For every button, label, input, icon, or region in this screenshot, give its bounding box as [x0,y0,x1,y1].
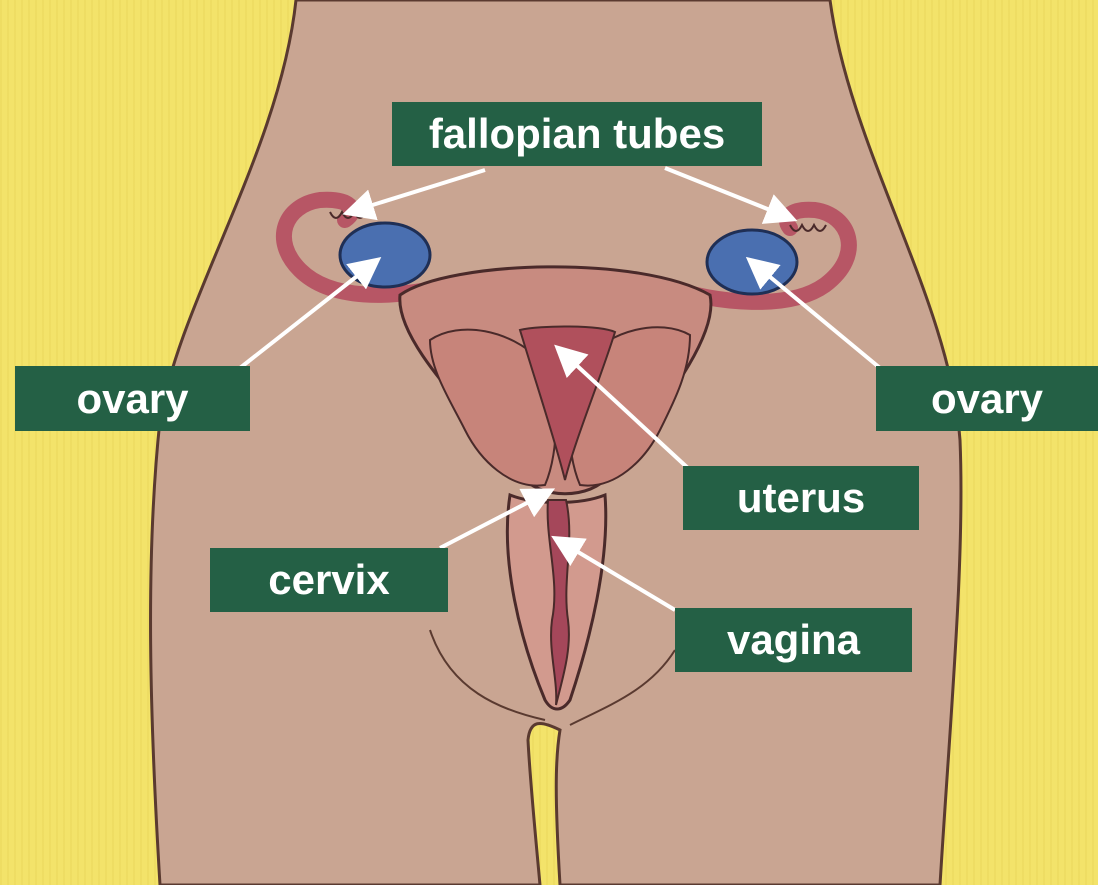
label-vagina: vagina [675,608,912,672]
label-fallopian-tubes: fallopian tubes [392,102,762,166]
label-ovary-left: ovary [15,366,250,431]
label-cervix: cervix [210,548,448,612]
label-uterus: uterus [683,466,919,530]
label-ovary-right: ovary [876,366,1098,431]
